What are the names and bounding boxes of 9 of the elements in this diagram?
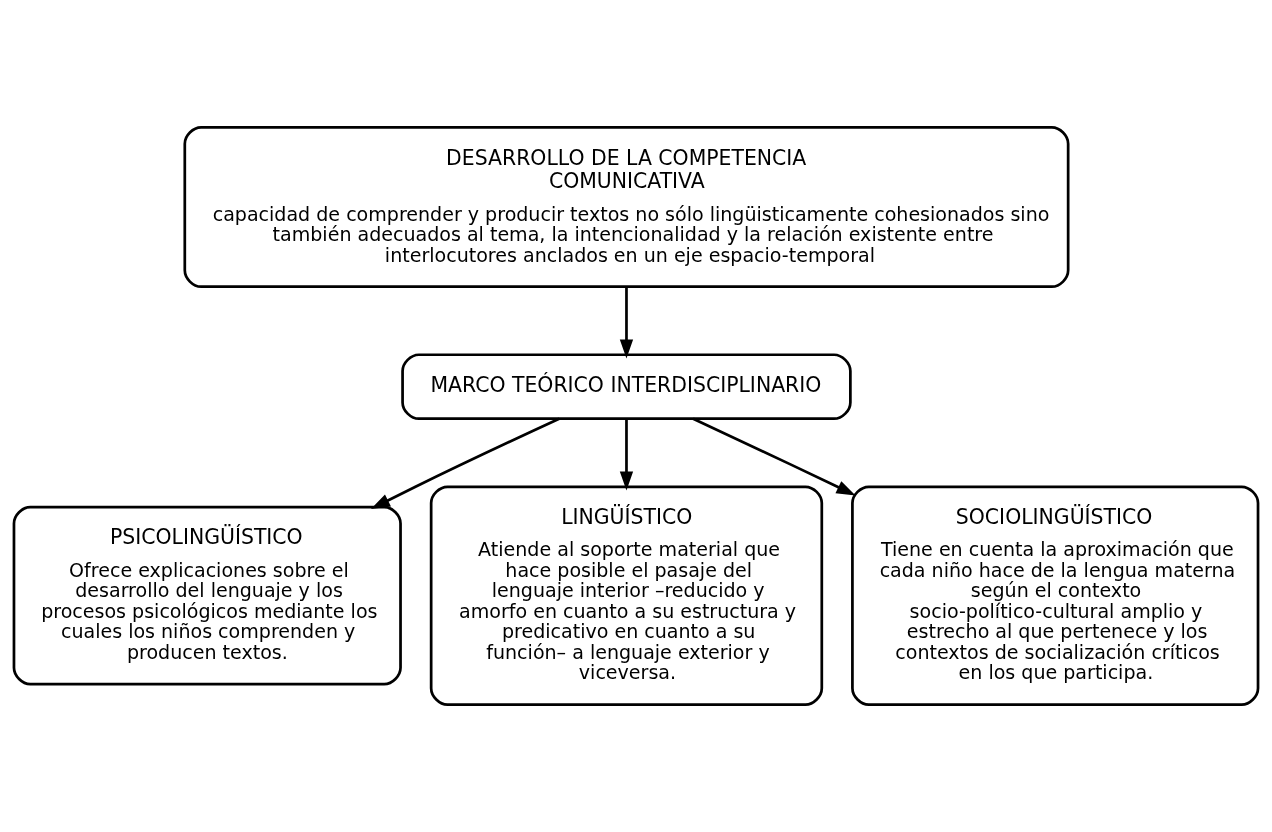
node-box: SOCIOLINGÜÍSTICO Tiene en cuenta la aproximación que cada niño hace de la lengua materna según el contexto socio-político-cultural amplio y estrecho al que pertenece y los contextos de socialización críticos en los que participa. <box>851 485 1260 706</box>
arrow <box>619 287 634 359</box>
node-box: MARCO TEÓRICO INTERDISCIPLINARIO <box>401 353 852 421</box>
arrow <box>619 418 634 491</box>
arrow <box>692 417 856 496</box>
node-box: LINGÜÍSTICO Atiende al soporte material que hace posible el pasaje del lenguaje interior –reducido y amorfo en cuanto a su estructura y predicativo en cuanto a su función– a lenguaje exterior y viceversa. <box>429 485 824 706</box>
arrow <box>370 417 560 510</box>
node-box: DESARROLLO DE LA COMPETENCIA COMUNICATIVA capacidad de comprender y producir textos no sólo lingüisticamente cohesionados sino también adecuados al tema, la intencionalidad y la relación existente entre interlocutores anclados en un eje espacio-temporal <box>183 126 1070 289</box>
node-box: PSICOLINGÜÍSTICO Ofrece explicaciones sobre el desarrollo del lenguaje y los procesos psicológicos mediante los cuales los niños comprenden y producen textos. <box>12 505 402 686</box>
